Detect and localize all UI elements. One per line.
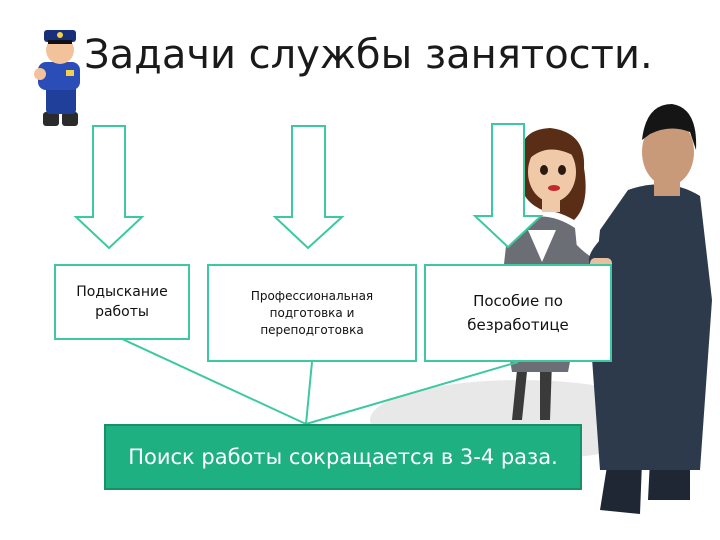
task-box-job-search: Подыскание работы bbox=[54, 264, 190, 340]
task-box-unemployment-benefit: Пособие по безработице bbox=[424, 264, 612, 362]
businessman-figure bbox=[588, 104, 712, 514]
arrow-down-icon-2 bbox=[272, 125, 345, 250]
result-box: Поиск работы сокращается в 3-4 раза. bbox=[104, 424, 582, 490]
arrow-down-icon-3 bbox=[472, 123, 544, 249]
arrow-down-icon-1 bbox=[73, 125, 145, 250]
police-mascot-icon bbox=[34, 30, 80, 126]
connector-lines bbox=[119, 337, 519, 425]
task-box-training: Профессиональная подготовка и переподгот… bbox=[207, 264, 417, 362]
page-title: Задачи службы занятости. bbox=[84, 32, 653, 78]
